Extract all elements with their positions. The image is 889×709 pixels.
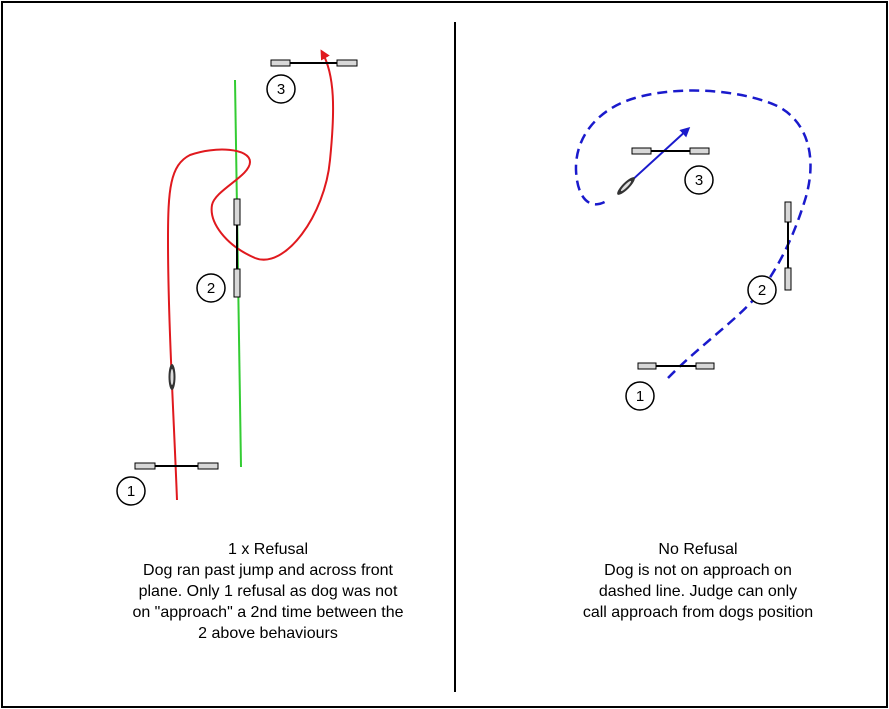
dog-icon-right	[617, 177, 635, 195]
dog-path-right-dashed	[574, 89, 812, 379]
jump-3-left	[270, 59, 358, 67]
svg-text:1: 1	[636, 388, 644, 405]
svg-text:3: 3	[695, 172, 703, 189]
jump-number-1-right: 1	[625, 381, 655, 411]
right-caption: No Refusal Dog is not on approach on das…	[568, 539, 828, 623]
right-caption-line: call approach from dogs position	[582, 604, 814, 621]
svg-text:1: 1	[127, 483, 135, 500]
dog-path-right-solid	[617, 126, 691, 194]
dog-icon	[168, 364, 176, 390]
jump-number-3-right: 3	[684, 165, 714, 195]
left-caption-title: 1 x Refusal	[227, 541, 309, 558]
right-caption-line: dashed line. Judge can only	[598, 583, 798, 600]
left-caption-line: Dog ran past jump and across front	[143, 562, 393, 579]
left-caption-line: plane. Only 1 refusal as dog was not	[138, 583, 398, 600]
left-caption-line: 2 above behaviours	[198, 625, 338, 642]
dog-path-left	[166, 49, 335, 501]
jump-2-left	[233, 198, 241, 298]
right-caption-title: No Refusal	[658, 541, 738, 558]
jump-number-1-left: 1	[116, 476, 146, 506]
jump-number-3-left: 3	[266, 74, 296, 104]
jump-1-left	[134, 462, 219, 470]
right-caption-line: Dog is not on approach on	[604, 562, 792, 579]
jump-1-right	[637, 362, 715, 370]
svg-text:3: 3	[277, 81, 285, 98]
svg-text:2: 2	[207, 280, 215, 297]
jump-number-2-left: 2	[196, 273, 226, 303]
jump-2-right	[784, 201, 792, 291]
left-caption: 1 x Refusal Dog ran past jump and across…	[120, 539, 416, 644]
svg-text:2: 2	[758, 282, 766, 299]
jump-number-2-right: 2	[747, 275, 777, 305]
left-caption-line: on "approach" a 2nd time between the	[132, 604, 404, 621]
jump-3-right	[631, 147, 710, 155]
